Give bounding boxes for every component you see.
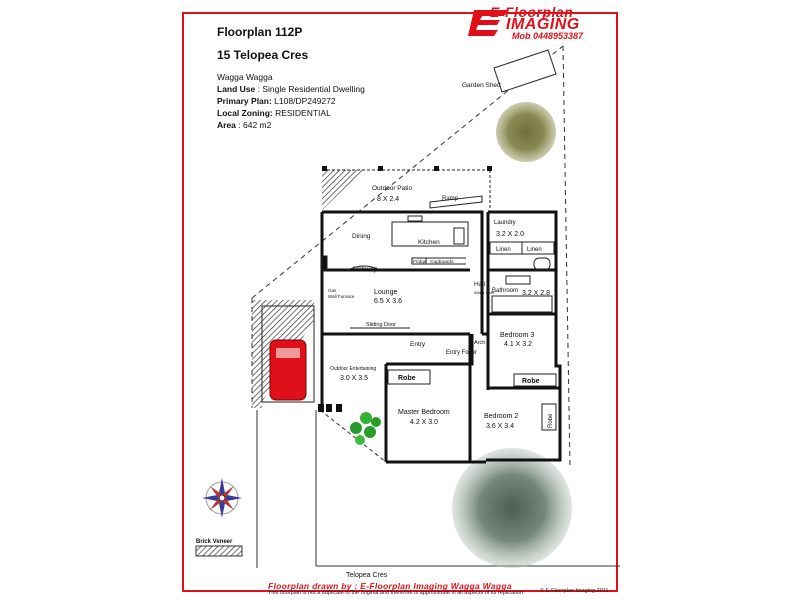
brick-veneer-swatch: [195, 545, 243, 557]
garden-shed: [493, 49, 557, 93]
shrubs-icon: [350, 412, 381, 445]
width-note: Width 1 Mtr: [474, 290, 495, 295]
bedroom3-label: Bedroom 3: [500, 332, 534, 339]
gas-label: Gas: [328, 288, 337, 293]
robe-label-bed2: Robe: [522, 378, 540, 385]
disclaimer-text: This floorplan is not a duplicate of the…: [268, 590, 523, 596]
archway-label: Archway: [352, 266, 378, 273]
bedroom2-label: Bedroom 2: [484, 413, 518, 420]
brick-veneer-label: Brick Veneer: [196, 539, 233, 545]
dining-label: Dining: [352, 233, 371, 240]
garden-shed-label: Garden Shed: [462, 82, 501, 89]
patio-size: 8 X 2.4: [377, 196, 399, 203]
street-label: Telopea Cres: [346, 572, 388, 579]
interior-details: [321, 215, 557, 431]
compass-rose-icon: [202, 478, 242, 518]
primary-plan: Primary Plan: L108/DP249272: [217, 96, 336, 106]
suburb: Wagga Wagga: [217, 72, 273, 82]
lounge-label: Lounge: [374, 289, 397, 296]
cupboards-label: Cupboards: [430, 259, 454, 265]
logo-line2: IMAGING: [506, 16, 580, 33]
tree-top-icon: [496, 102, 556, 162]
robe-label-bed2-side: Robe: [548, 413, 554, 428]
robe-label-master: Robe: [398, 375, 416, 382]
bathroom-size: 3.2 X 2.8: [522, 290, 550, 297]
property-info: Floorplan 112P 15 Telopea Cres Wagga Wag…: [217, 25, 365, 131]
garden-bed-edge: [319, 409, 387, 463]
logo-mobile: Mob 0448953387: [512, 31, 584, 41]
logo-swoosh-icon: [468, 10, 508, 36]
wall-furnace-label: Wall Furnace: [328, 294, 355, 299]
local-zoning: Local Zoning: RESIDENTIAL: [217, 108, 331, 118]
carport: [252, 300, 315, 408]
outdoor-patio: [322, 166, 492, 210]
red-border-frame: [182, 12, 618, 592]
floorplan-title: Floorplan 112P: [217, 25, 303, 39]
land-area: Area : 642 m2: [217, 120, 272, 130]
ramp-shape: [429, 195, 483, 209]
lounge-size: 6.5 X 3.6: [374, 298, 402, 305]
entry-foyer-label: Entry Foyer: [446, 350, 477, 356]
house-walls: [320, 210, 562, 464]
outdoor-ent-label: Outdoor Entertaining: [330, 366, 376, 372]
land-use: Land Use : Single Residential Dwelling: [217, 84, 365, 94]
outdoor-ent-size: 3.0 X 3.5: [340, 375, 368, 382]
ramp-label: Ramp: [442, 196, 459, 202]
kitchen-label: Kitchen: [418, 239, 440, 246]
master-bedroom-size: 4.2 X 3.0: [410, 419, 438, 426]
sliding-door-label: Sliding Door: [366, 322, 396, 328]
entry-label: Entry: [410, 341, 426, 348]
bathroom-label: Bathroom: [492, 288, 518, 294]
fridge-label: Fridge: [413, 259, 427, 265]
company-logo: E-Floorplan IMAGING Mob 0448953387: [468, 4, 612, 41]
copyright-text: © E-Floorplan Imaging 2011: [540, 588, 609, 594]
logo-line1: E-Floorplan: [490, 4, 574, 20]
patio-label: Outdoor Patio: [372, 185, 412, 192]
arch-label: Arch: [474, 340, 485, 346]
master-bedroom-label: Master Bedroom: [398, 409, 450, 416]
hall-label: Hall: [474, 281, 486, 288]
bedroom2-size: 3.6 X 3.4: [486, 423, 514, 430]
linen-label-2: Linen: [527, 247, 542, 253]
property-address: 15 Telopea Cres: [217, 48, 309, 62]
bedroom3-size: 4.1 X 3.2: [504, 341, 532, 348]
linen-label-1: Linen: [496, 247, 511, 253]
laundry-size: 3.2 X 2.0: [496, 231, 524, 238]
drawn-by-credit: Floorplan drawn by : E-Floorplan Imaging…: [268, 581, 512, 591]
laundry-label: Laundry: [494, 220, 516, 226]
tree-bottom-icon: [452, 448, 572, 568]
